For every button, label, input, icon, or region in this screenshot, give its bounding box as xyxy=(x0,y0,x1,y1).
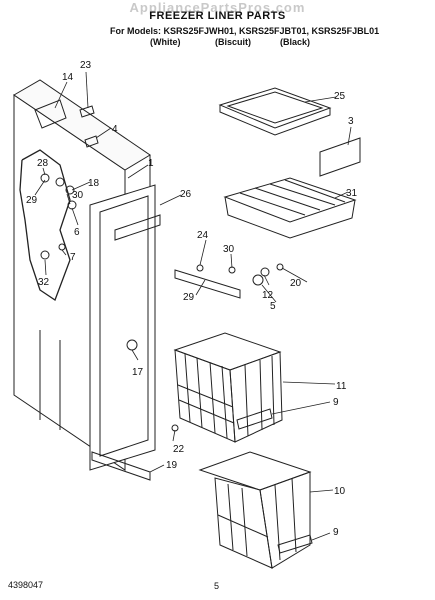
callout-28: 29 xyxy=(183,292,195,303)
wire-shelf-31 xyxy=(223,177,357,239)
callout-10: 11 xyxy=(336,381,347,392)
callout-7: 7 xyxy=(70,252,76,263)
bracket-14 xyxy=(34,99,67,129)
callout-3: 3 xyxy=(348,116,354,127)
callout-14: 14 xyxy=(62,72,74,83)
variant-biscuit: (Biscuit) xyxy=(215,37,251,47)
callout-17: 19 xyxy=(166,460,178,471)
callout-16: 20 xyxy=(290,278,302,289)
callout-1: 1 xyxy=(148,158,154,169)
callout-32: 32 xyxy=(38,277,50,288)
page-title: FREEZER LINER PARTS xyxy=(149,10,286,22)
callout-9-top: 9 xyxy=(333,397,339,408)
callout-23: 25 xyxy=(334,91,346,102)
callout-12: 12 xyxy=(262,290,274,301)
callout-9-bottom: 9 xyxy=(333,527,339,538)
callout-30: 30 xyxy=(72,190,84,201)
wire-basket-10 xyxy=(173,332,283,443)
callout-19: 17 xyxy=(132,367,144,378)
callout-31: 31 xyxy=(346,188,358,199)
callout-11: 10 xyxy=(334,486,346,497)
callout-22: 24 xyxy=(197,230,209,241)
callout-6: 6 xyxy=(74,227,80,238)
callout-18: 22 xyxy=(173,444,185,455)
shelf-trim-3 xyxy=(319,137,361,177)
callout-25: 28 xyxy=(37,158,49,169)
rail-17 xyxy=(91,451,151,481)
watermark: AppliancePartsPros.com xyxy=(129,0,306,15)
basket-trim-9-top xyxy=(236,408,273,430)
liner-front-frame xyxy=(89,184,161,471)
model-list: For Models: KSRS25FJWH01, KSRS25FJBT01, … xyxy=(110,26,380,36)
callout-4: 4 xyxy=(112,124,118,135)
basket-trim-9-bottom xyxy=(277,534,313,554)
page-number: 5 xyxy=(214,581,220,591)
callout-26: 29 xyxy=(26,195,38,206)
callout-15: 23 xyxy=(80,60,92,71)
callout-29: 30 xyxy=(223,244,235,255)
callout-5: 5 xyxy=(270,301,276,312)
callout-20: 18 xyxy=(88,178,100,189)
callout-24: 26 xyxy=(180,189,192,200)
document-number: 4398047 xyxy=(8,580,44,590)
callout-labels: 23 14 4 1 25 3 31 26 24 30 29 20 12 5 11… xyxy=(26,60,358,538)
variant-white: (White) xyxy=(150,37,181,47)
glass-shelf-23 xyxy=(218,87,332,136)
leader-lines xyxy=(34,71,352,541)
rail-28 xyxy=(174,269,241,299)
wire-basket-11 xyxy=(198,451,312,569)
variant-black: (Black) xyxy=(280,37,311,47)
